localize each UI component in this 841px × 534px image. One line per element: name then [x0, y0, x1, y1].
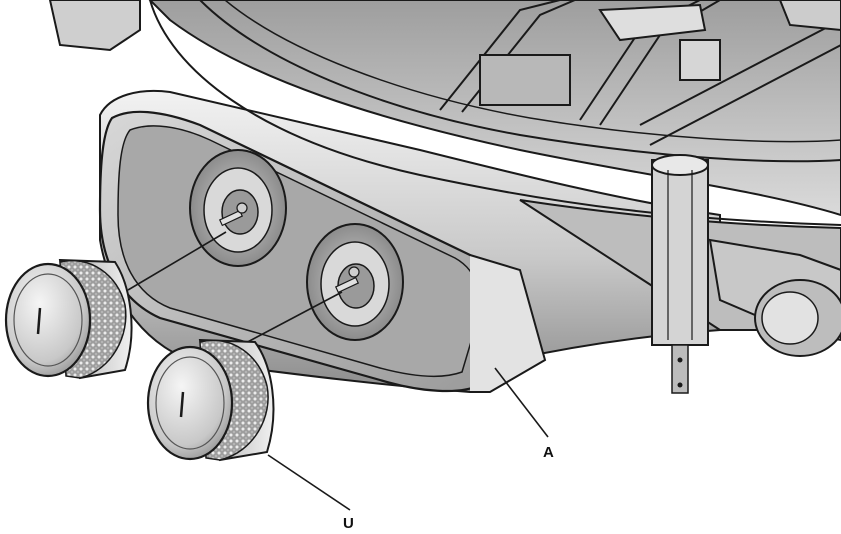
right-valve-opening [306, 223, 404, 341]
valve-stem-icon [334, 266, 360, 294]
knob2-leader [239, 291, 343, 347]
callout-a-leader [494, 367, 549, 438]
control-knob-icon [4, 258, 133, 380]
callout-u-leader [267, 454, 351, 511]
burner-tube-icon [439, 0, 841, 146]
leader-lines [127, 231, 549, 511]
callout-label-a: A [543, 444, 554, 461]
knob1-leader [127, 231, 227, 291]
callout-label-u: U [343, 515, 354, 532]
valve-stem-icon [218, 202, 248, 227]
control-knob-icon [146, 338, 275, 462]
leg-post [651, 154, 709, 394]
wheel-icon [708, 238, 841, 357]
left-valve-opening [189, 149, 287, 267]
